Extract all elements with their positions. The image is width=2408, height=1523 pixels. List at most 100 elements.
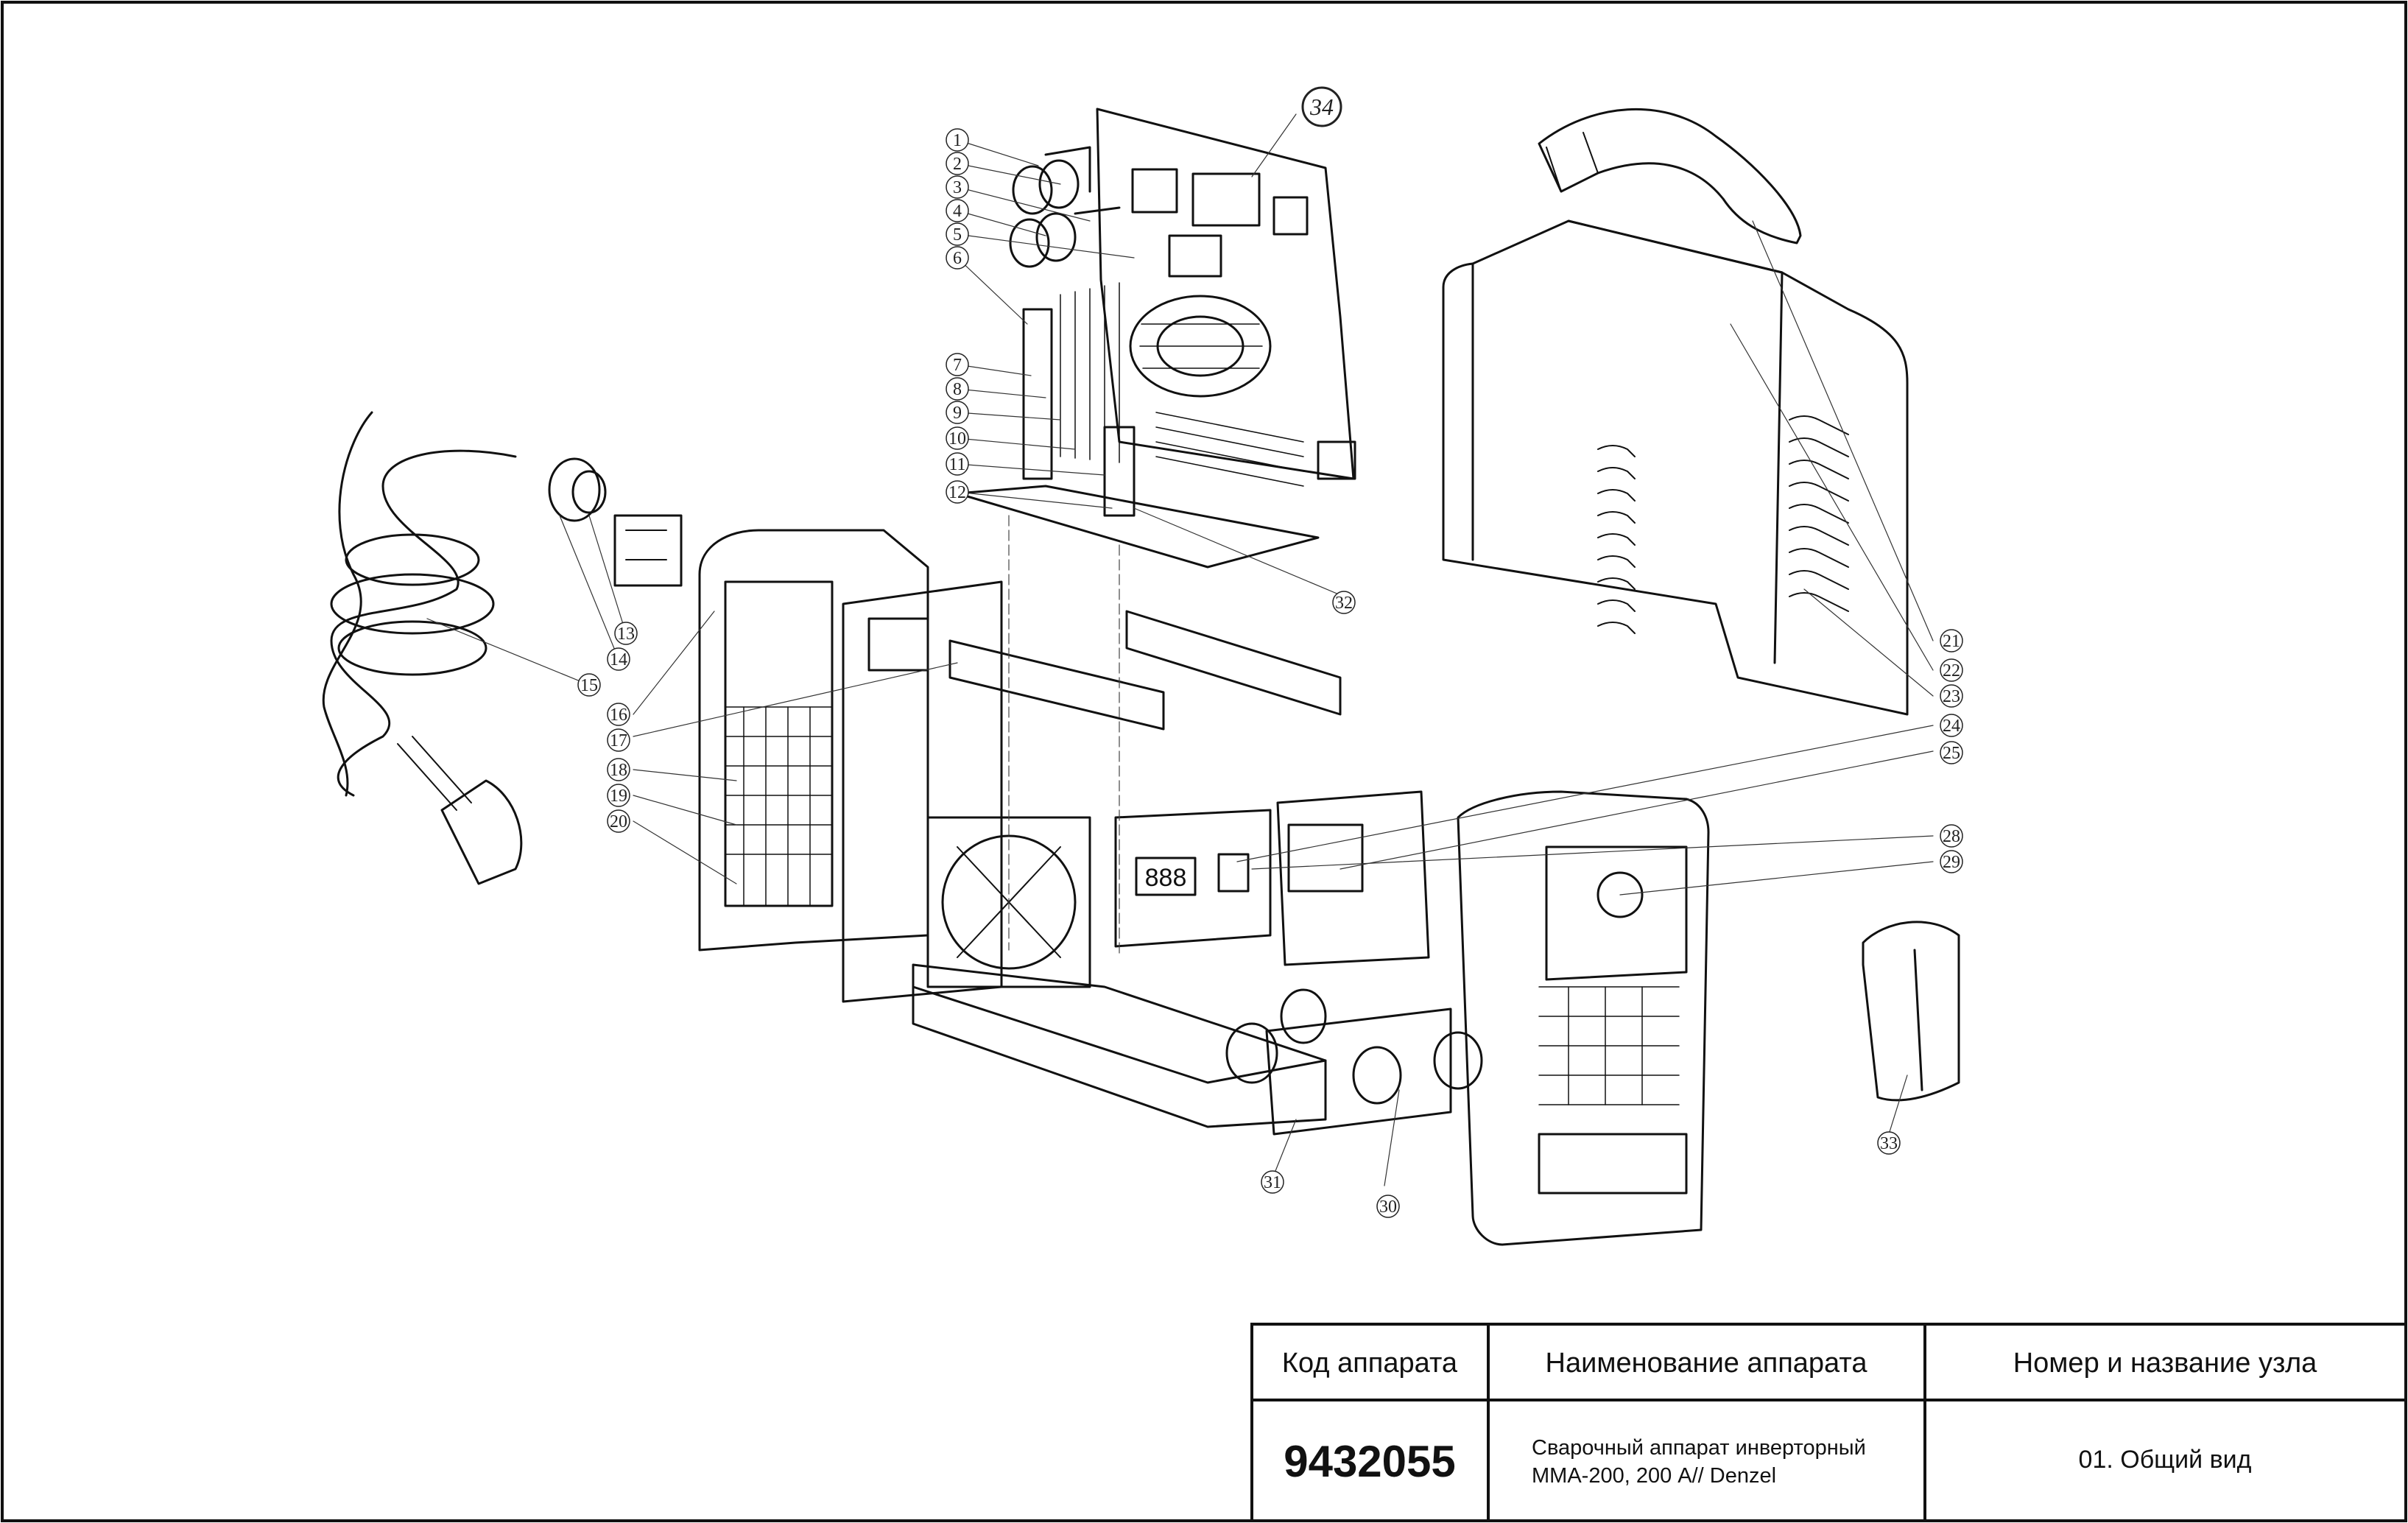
callout-circle: [607, 809, 630, 833]
callout-19: 19: [607, 784, 630, 807]
front-panel: [1457, 790, 1710, 1246]
callout-circle: [946, 128, 969, 152]
col-header-name: Наименование аппарата: [1546, 1348, 1868, 1379]
callout-number: 4: [953, 202, 962, 221]
callout-15: 15: [577, 673, 601, 697]
carry-handle: [1538, 108, 1802, 245]
callout-3: 3: [946, 175, 969, 199]
callout-number: 17: [610, 731, 627, 750]
callout-circle: [946, 452, 969, 476]
callout-circle: [946, 480, 969, 504]
callout-circle: [1940, 658, 1963, 682]
node-name: 01. Общий вид: [2079, 1446, 2252, 1474]
callout-17: 17: [607, 728, 630, 752]
callout-circle: [607, 784, 630, 807]
callout-number: 24: [1943, 717, 1960, 736]
callout-circle: [1332, 591, 1356, 614]
callout-circle: [1940, 824, 1963, 848]
callout-circle: [1940, 714, 1963, 737]
callout-number: 32: [1335, 594, 1353, 613]
callout-circle: [1940, 684, 1963, 708]
callout-circle: [607, 728, 630, 752]
top-cover: [1442, 219, 1909, 716]
callout-number: 6: [953, 249, 962, 268]
device-code: 9432055: [1284, 1437, 1456, 1486]
callout-number: 31: [1264, 1173, 1281, 1192]
callout-14: 14: [607, 647, 630, 671]
callout-circle: [1940, 850, 1963, 873]
callout-4: 4: [946, 199, 969, 222]
callout-circle: [1877, 1131, 1901, 1155]
callout-number: 10: [948, 429, 966, 449]
callout-31: 31: [1261, 1170, 1284, 1194]
callout-circle: [577, 673, 601, 697]
callout-number: 1: [953, 131, 962, 150]
callout-labels: 1234567891011121314151617181920212223242…: [577, 86, 1963, 1218]
callout-16: 16: [607, 703, 630, 726]
callout-circle: [607, 647, 630, 671]
callout-number: 21: [1943, 632, 1960, 651]
support-bar: [948, 639, 1165, 731]
callout-circle: [1940, 629, 1963, 653]
callout-circle: [1940, 741, 1963, 764]
main-pcb-board: [956, 108, 1356, 569]
callout-32: 32: [1332, 591, 1356, 614]
dinse-socket: [1352, 1046, 1402, 1105]
callout-circle: [946, 152, 969, 175]
callout-34: 34: [1301, 86, 1342, 127]
callout-21: 21: [1940, 629, 1963, 653]
callout-number: 16: [610, 706, 627, 725]
callout-circle: [946, 199, 969, 222]
callout-24: 24: [1940, 714, 1963, 737]
callout-circle: [1301, 86, 1342, 127]
front-panel-sheet: [1276, 790, 1430, 966]
callout-number: 33: [1880, 1134, 1898, 1153]
callout-circle: [607, 703, 630, 726]
callout-9: 9: [946, 401, 969, 424]
callout-8: 8: [946, 377, 969, 401]
callout-number: 3: [953, 178, 962, 197]
callout-number: 20: [610, 812, 627, 831]
callout-23: 23: [1940, 684, 1963, 708]
callout-number: 12: [948, 483, 966, 502]
rear-panel: [698, 529, 929, 952]
callout-number: 15: [580, 676, 598, 695]
callout-25: 25: [1940, 741, 1963, 764]
callout-number: 9: [953, 404, 962, 423]
display-readout: 888: [1145, 864, 1187, 892]
base-tray: [912, 963, 1327, 1128]
callout-number: 22: [1943, 661, 1960, 680]
callout-circle: [946, 426, 969, 450]
callout-number: 19: [610, 787, 627, 806]
callout-circle: [946, 222, 969, 246]
callout-number: 7: [953, 356, 962, 375]
callout-number: 25: [1943, 744, 1960, 763]
device-name-line1: Сварочный аппарат инверторный: [1532, 1436, 1866, 1460]
terminal-plate: [1265, 1007, 1452, 1136]
device-name-line2: ММА-200, 200 А// Denzel: [1532, 1464, 1776, 1488]
callout-number: 8: [953, 380, 962, 399]
callout-number: 18: [610, 761, 627, 780]
callout-2: 2: [946, 152, 969, 175]
callout-number: 30: [1379, 1197, 1397, 1217]
current-knob: [1596, 871, 1644, 918]
callout-10: 10: [946, 426, 969, 450]
callout-circle: [946, 246, 969, 270]
callout-12: 12: [946, 480, 969, 504]
callout-circle: [614, 622, 638, 645]
callout-number: 11: [948, 455, 965, 474]
callout-number: 13: [617, 625, 635, 644]
callout-5: 5: [946, 222, 969, 246]
callout-7: 7: [946, 353, 969, 376]
callout-circle: [1376, 1195, 1400, 1218]
callout-13: 13: [614, 622, 638, 645]
callout-number: 29: [1943, 853, 1960, 872]
callout-circle: [1261, 1170, 1284, 1194]
power-switch: [613, 514, 683, 587]
display-board: [1114, 809, 1272, 948]
col-header-node: Номер и название узла: [2013, 1348, 2317, 1379]
callout-1: 1: [946, 128, 969, 152]
callout-11: 11: [946, 452, 969, 476]
